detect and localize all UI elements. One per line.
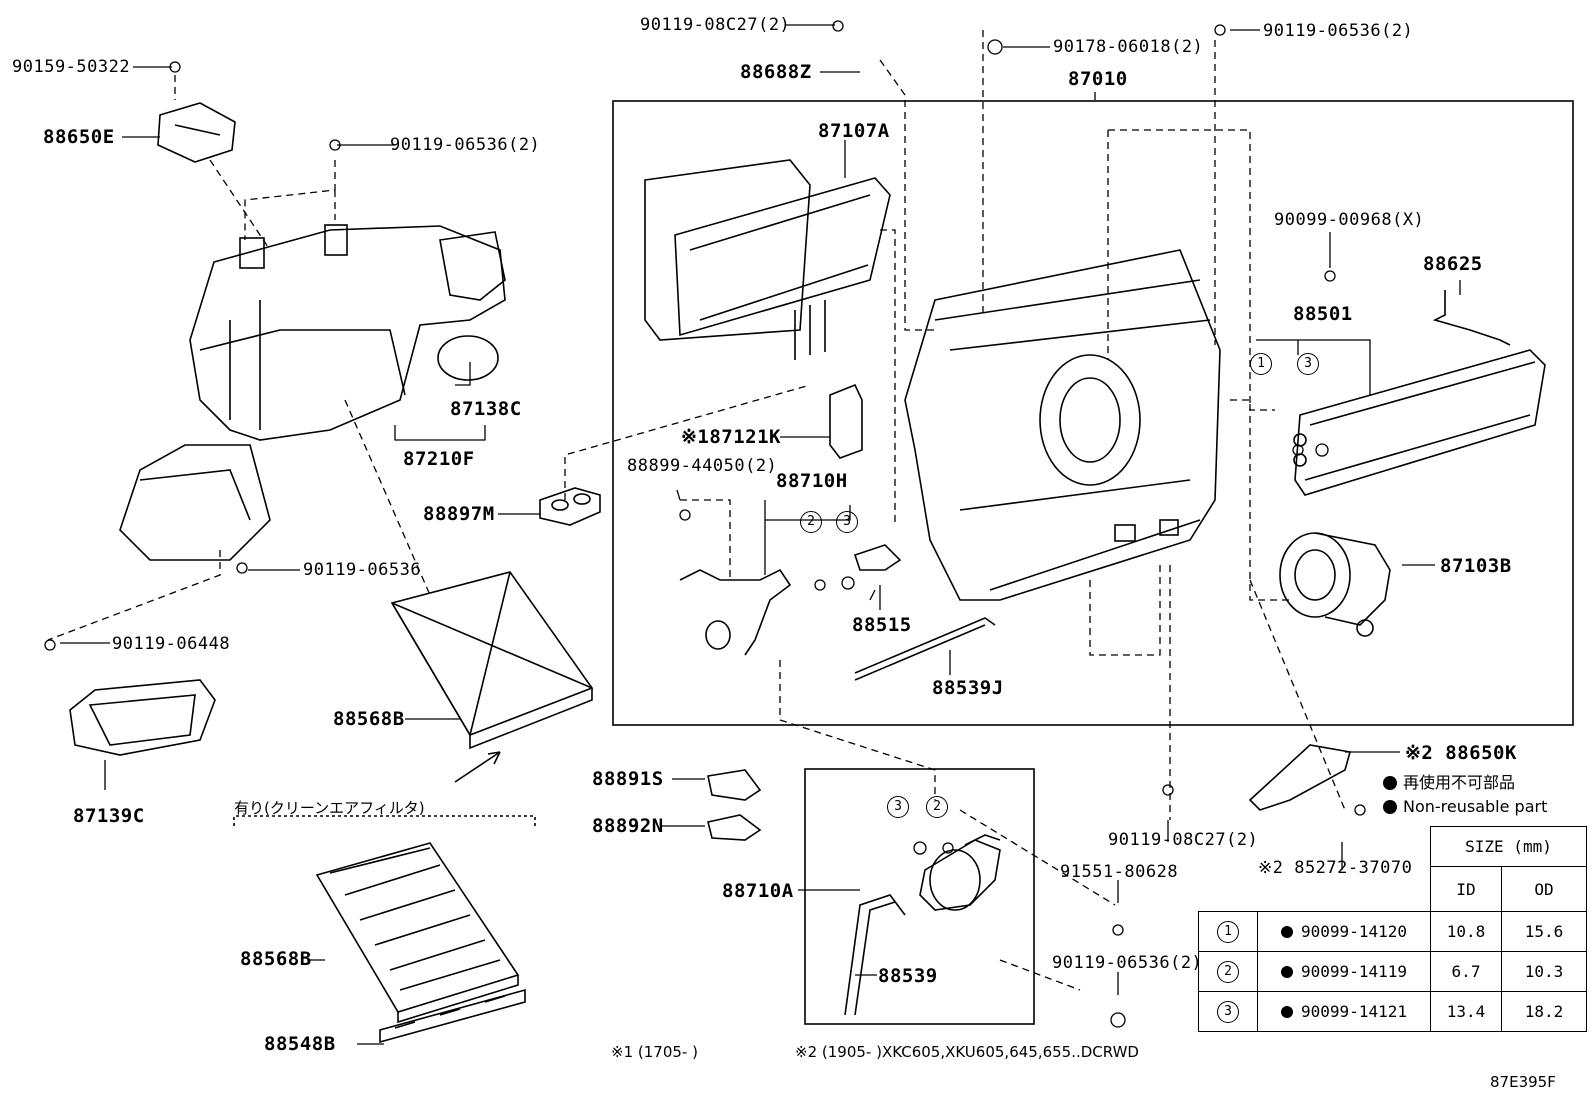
seal-part-number: 90099-14121 — [1301, 1002, 1407, 1021]
label-88899-44050-2: 88899-44050(2) — [627, 456, 778, 476]
seal-od: 15.6 — [1501, 911, 1587, 952]
label-91551-80628: 91551-80628 — [1060, 862, 1179, 882]
size-table: SIZE (mm) ID OD 1 90099-14120 10.8 15.6 … — [1198, 826, 1587, 1032]
grommet-88897m-drawing — [539, 487, 601, 526]
bullet-icon — [1281, 1006, 1294, 1018]
callout-3-inset: 3 — [887, 796, 909, 818]
label-87121k: ※187121K — [681, 426, 781, 448]
bullet-icon — [1281, 926, 1294, 938]
label-88568b-top: 88568B — [333, 708, 405, 730]
footnote-2: ※2 (1905- )XKC605,XKU605,645,655..DCRWD — [795, 1043, 1139, 1061]
seal-od: 18.2 — [1501, 991, 1587, 1032]
label-88568b-bottom: 88568B — [240, 948, 312, 970]
label-88710a: 88710A — [722, 880, 794, 902]
size-table-col-id: ID — [1430, 866, 1502, 912]
label-88625: 88625 — [1423, 253, 1483, 275]
label-88501: 88501 — [1293, 303, 1353, 325]
callout-3-pipe: 3 — [836, 511, 858, 533]
label-88539j: 88539J — [932, 677, 1004, 699]
seal-od: 10.3 — [1501, 951, 1587, 992]
inset-frame-88710a — [804, 768, 1035, 1025]
bracket-87121k-drawing — [829, 383, 863, 459]
callout-2-pipe: 2 — [800, 511, 822, 533]
seal-part-number: 90099-14119 — [1301, 962, 1407, 981]
label-88892n: 88892N — [592, 815, 664, 837]
heater-unit-drawing — [904, 249, 1221, 601]
pipe-88710h-drawing — [679, 568, 792, 656]
label-90119-06536: 90119-06536 — [303, 560, 422, 580]
label-88548b: 88548B — [264, 1033, 336, 1055]
resistor-88650e-drawing — [157, 102, 236, 163]
legend-en-text: Non-reusable part — [1403, 797, 1548, 816]
label-87210f: 87210F — [403, 448, 475, 470]
label-88539: 88539 — [878, 965, 938, 987]
blower-case-drawing — [119, 224, 506, 561]
bullet-icon — [1383, 800, 1397, 814]
seal-id: 10.8 — [1430, 911, 1502, 952]
bracket-88650k-drawing — [1248, 744, 1352, 811]
label-90119-06536-2-right: 90119-06536(2) — [1263, 21, 1414, 41]
table-row: 3 90099-14121 13.4 18.2 — [1198, 991, 1587, 1032]
label-88650k: ※2 88650K — [1405, 742, 1517, 764]
label-90178-06018-2: 90178-06018(2) — [1053, 37, 1204, 57]
inset-88710a-contents — [844, 834, 1001, 1016]
seal-id: 13.4 — [1430, 991, 1502, 1032]
label-87139c: 87139C — [73, 805, 145, 827]
footnote-1: ※1 (1705- ) — [611, 1043, 698, 1061]
label-87107a: 87107A — [818, 120, 890, 142]
part-88515-drawing — [853, 544, 902, 571]
label-90159-50322: 90159-50322 — [12, 57, 131, 77]
label-88710h: 88710H — [776, 470, 848, 492]
size-table-col-od: OD — [1501, 866, 1587, 912]
callout-2-inset: 2 — [926, 796, 948, 818]
hose-88539j-drawing — [854, 617, 996, 681]
bullet-icon — [1281, 966, 1294, 978]
part-88892n-drawing — [707, 814, 762, 841]
label-88650e: 88650E — [43, 126, 115, 148]
table-row: 2 90099-14119 6.7 10.3 — [1198, 951, 1587, 992]
arrow-to-filter — [454, 751, 501, 783]
frame-88548b-drawing — [379, 988, 526, 1044]
ref-circle: 2 — [1217, 961, 1239, 983]
blower-fan-87103b-drawing — [1279, 532, 1391, 637]
label-87103b: 87103B — [1440, 555, 1512, 577]
label-90119-06536-2-bottom: 90119-06536(2) — [1052, 953, 1203, 973]
figure-id: 87E395F — [1490, 1073, 1556, 1091]
label-90119-08c27-2-top: 90119-08C27(2) — [640, 15, 791, 35]
filter-88568b-bottom-drawing — [315, 842, 520, 1024]
filter-88568b-top-drawing — [390, 571, 594, 750]
seal-part-number: 90099-14120 — [1301, 922, 1407, 941]
label-90119-06536-2-top: 90119-06536(2) — [390, 135, 541, 155]
label-90099-00968-x: 90099-00968(X) — [1274, 210, 1425, 230]
label-88688z: 88688Z — [740, 61, 812, 83]
label-90119-06448: 90119-06448 — [112, 634, 231, 654]
label-87010: 87010 — [1068, 68, 1128, 90]
evaporator-87107a-drawing — [644, 159, 891, 360]
callout-3-heater-core: 3 — [1297, 353, 1319, 375]
legend-non-reusable-en: Non-reusable part — [1383, 797, 1547, 816]
size-table-title: SIZE (mm) — [1430, 826, 1587, 867]
part-87138c-drawing — [437, 335, 499, 381]
label-88897m: 88897M — [423, 503, 495, 525]
bullet-icon — [1383, 776, 1397, 790]
ref-circle: 1 — [1217, 921, 1239, 943]
assembly-frame-87010 — [612, 100, 1574, 726]
seal-id: 6.7 — [1430, 951, 1502, 992]
legend-non-reusable-jp: 再使用不可部品 — [1383, 769, 1515, 793]
label-clean-filter: 有り(クリーンエアフィルタ) — [234, 799, 425, 817]
heater-core-88501-drawing — [1293, 349, 1546, 496]
label-88515: 88515 — [852, 614, 912, 636]
label-87138c: 87138C — [450, 398, 522, 420]
legend-jp-text: 再使用不可部品 — [1403, 773, 1516, 792]
label-88891s: 88891S — [592, 768, 664, 790]
label-90119-08c27-2-bottom: 90119-08C27(2) — [1108, 830, 1259, 850]
wiring-88625-drawing — [1432, 290, 1511, 346]
part-88891s-drawing — [707, 769, 762, 801]
table-row: 1 90099-14120 10.8 15.6 — [1198, 911, 1587, 952]
ref-circle: 3 — [1217, 1001, 1239, 1023]
callout-1-heater-core: 1 — [1250, 353, 1272, 375]
duct-87139c-drawing — [69, 679, 216, 756]
